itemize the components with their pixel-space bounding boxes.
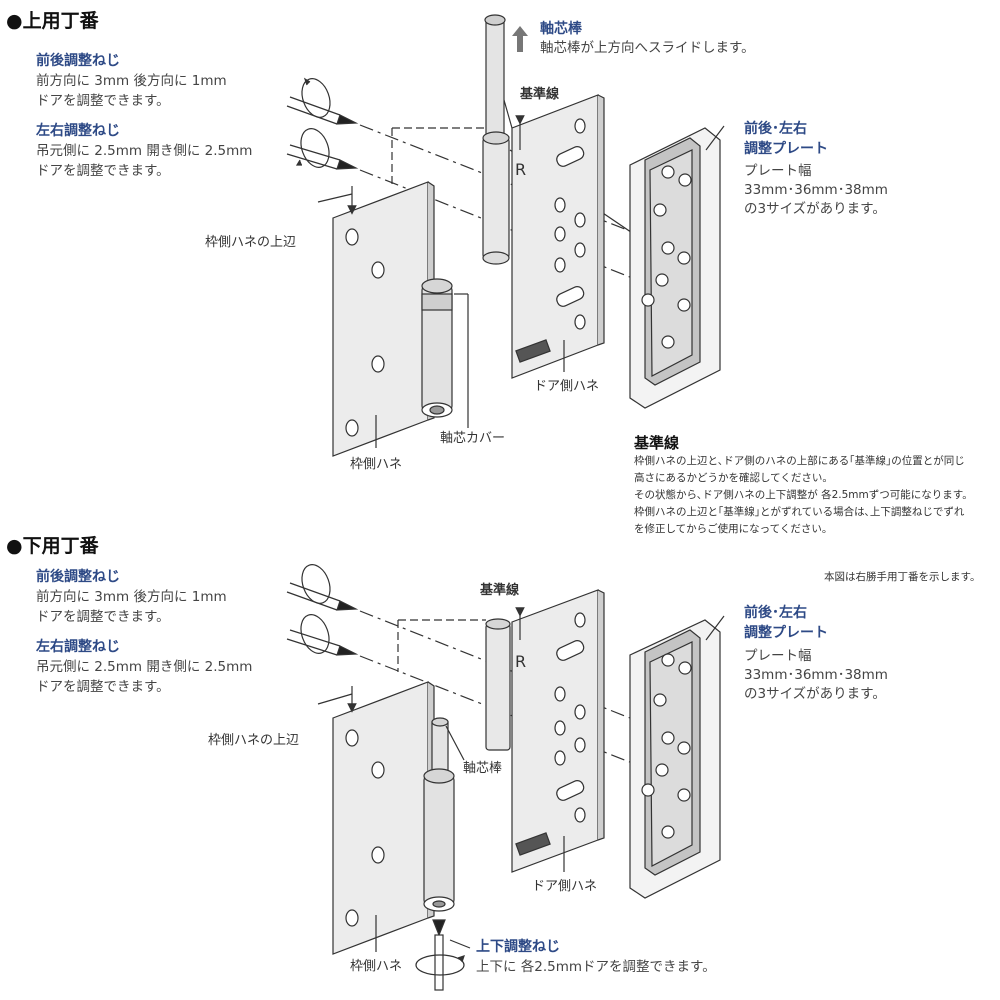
lower-lr-line2: ドアを調整できます。 <box>36 679 170 695</box>
upper-hinge-figure <box>286 14 725 457</box>
lower-shaft <box>423 717 455 912</box>
kijun-title: 基準線 <box>634 434 680 452</box>
kijun-line-4: 枠側ハネの上辺と｢基準線｣とがずれている場合は､上下調整ねじでずれ <box>634 506 965 518</box>
kijun-line-2: 高さにあるかどうかを確認してください。 <box>634 472 833 484</box>
lower-r-mark: R <box>515 652 527 671</box>
upper-lr-line2: ドアを調整できます。 <box>36 163 170 179</box>
lower-door-leaf <box>485 589 605 873</box>
lower-ref-line-label: 基準線 <box>480 583 520 598</box>
upper-lr-screwdriver <box>286 128 359 170</box>
lower-frame-leaf-label: 枠側ハネ <box>350 959 403 974</box>
lower-lr-screwdriver <box>286 614 359 656</box>
lower-hinge-figure <box>286 564 725 991</box>
upper-fb-line1: 前方向に 3mm 後方向に 1mm <box>36 73 227 89</box>
lower-fb-title: 前後調整ねじ <box>36 569 120 585</box>
lower-section-title: ●下用丁番 <box>6 535 99 557</box>
lower-adjust-plate <box>629 619 721 899</box>
kijun-line-1: 枠側ハネの上辺と､ドア側のハネの上部にある｢基準線｣の位置とが同じ <box>634 455 965 467</box>
upper-frame-leaf <box>332 181 435 457</box>
upper-shaft-cover <box>421 278 453 418</box>
lower-plate-line3: の3サイズがあります。 <box>744 686 886 702</box>
upper-frame-leaf-label: 枠側ハネ <box>350 457 403 472</box>
upper-shaft-desc: 軸芯棒が上方向へスライドします。 <box>540 40 755 56</box>
lower-plate-line1: プレート幅 <box>744 648 812 664</box>
lower-fb-line2: ドアを調整できます。 <box>36 609 170 625</box>
upper-adjust-plate <box>629 127 721 409</box>
lower-ud-screwdriver <box>415 919 465 991</box>
upper-fb-line2: ドアを調整できます。 <box>36 93 170 109</box>
lower-lr-line1: 吊元側に 2.5mm 開き側に 2.5mm <box>36 659 253 675</box>
upper-fb-screwdriver <box>286 77 359 125</box>
kijun-line-3: その状態から､ドア側ハネの上下調整が 各2.5mmずつ可能になります。 <box>634 489 973 501</box>
lower-fb-screwdriver <box>286 564 359 611</box>
lower-right-hand-note: 本図は右勝手用丁番を示します。 <box>824 571 981 583</box>
lower-frame-leaf <box>332 681 435 955</box>
lower-fb-line1: 前方向に 3mm 後方向に 1mm <box>36 589 227 605</box>
upper-door-leaf <box>511 94 605 379</box>
upper-plate-title2: 調整プレート <box>744 141 828 157</box>
upper-lr-line1: 吊元側に 2.5mm 開き側に 2.5mm <box>36 143 253 159</box>
lower-plate-title2: 調整プレート <box>744 625 828 641</box>
upper-frame-top-label: 枠側ハネの上辺 <box>205 235 297 250</box>
lower-door-leaf-label: ドア側ハネ <box>532 879 598 894</box>
lower-plate-line2: 33mm･36mm･38mm <box>744 667 888 683</box>
upper-lr-title: 左右調整ねじ <box>36 123 120 139</box>
upper-plate-line1: プレート幅 <box>744 163 812 179</box>
kijun-line-5: を修正してからご使用になってください。 <box>634 523 833 535</box>
upper-shaft-title: 軸芯棒 <box>540 21 582 37</box>
lower-plate-title1: 前後･左右 <box>744 605 807 621</box>
upper-fb-title: 前後調整ねじ <box>36 53 120 69</box>
upper-shaft-cover-label: 軸芯カバー <box>440 431 506 446</box>
upper-door-leaf-label: ドア側ハネ <box>534 379 600 394</box>
lower-lr-title: 左右調整ねじ <box>36 639 120 655</box>
upper-plate-line2: 33mm･36mm･38mm <box>744 182 888 198</box>
lower-shaft-label: 軸芯棒 <box>463 761 503 776</box>
upper-ref-line-label: 基準線 <box>520 87 560 102</box>
lower-frame-top-label: 枠側ハネの上辺 <box>208 733 300 748</box>
lower-ud-desc: 上下に 各2.5mmドアを調整できます。 <box>476 959 716 975</box>
upper-r-mark: R <box>515 160 527 179</box>
upper-section-title: ●上用丁番 <box>6 10 99 32</box>
upper-plate-line3: の3サイズがあります。 <box>744 201 886 217</box>
upper-shaft-rod <box>482 14 510 265</box>
upper-plate-title1: 前後･左右 <box>744 121 807 137</box>
lower-ud-title: 上下調整ねじ <box>476 939 560 955</box>
